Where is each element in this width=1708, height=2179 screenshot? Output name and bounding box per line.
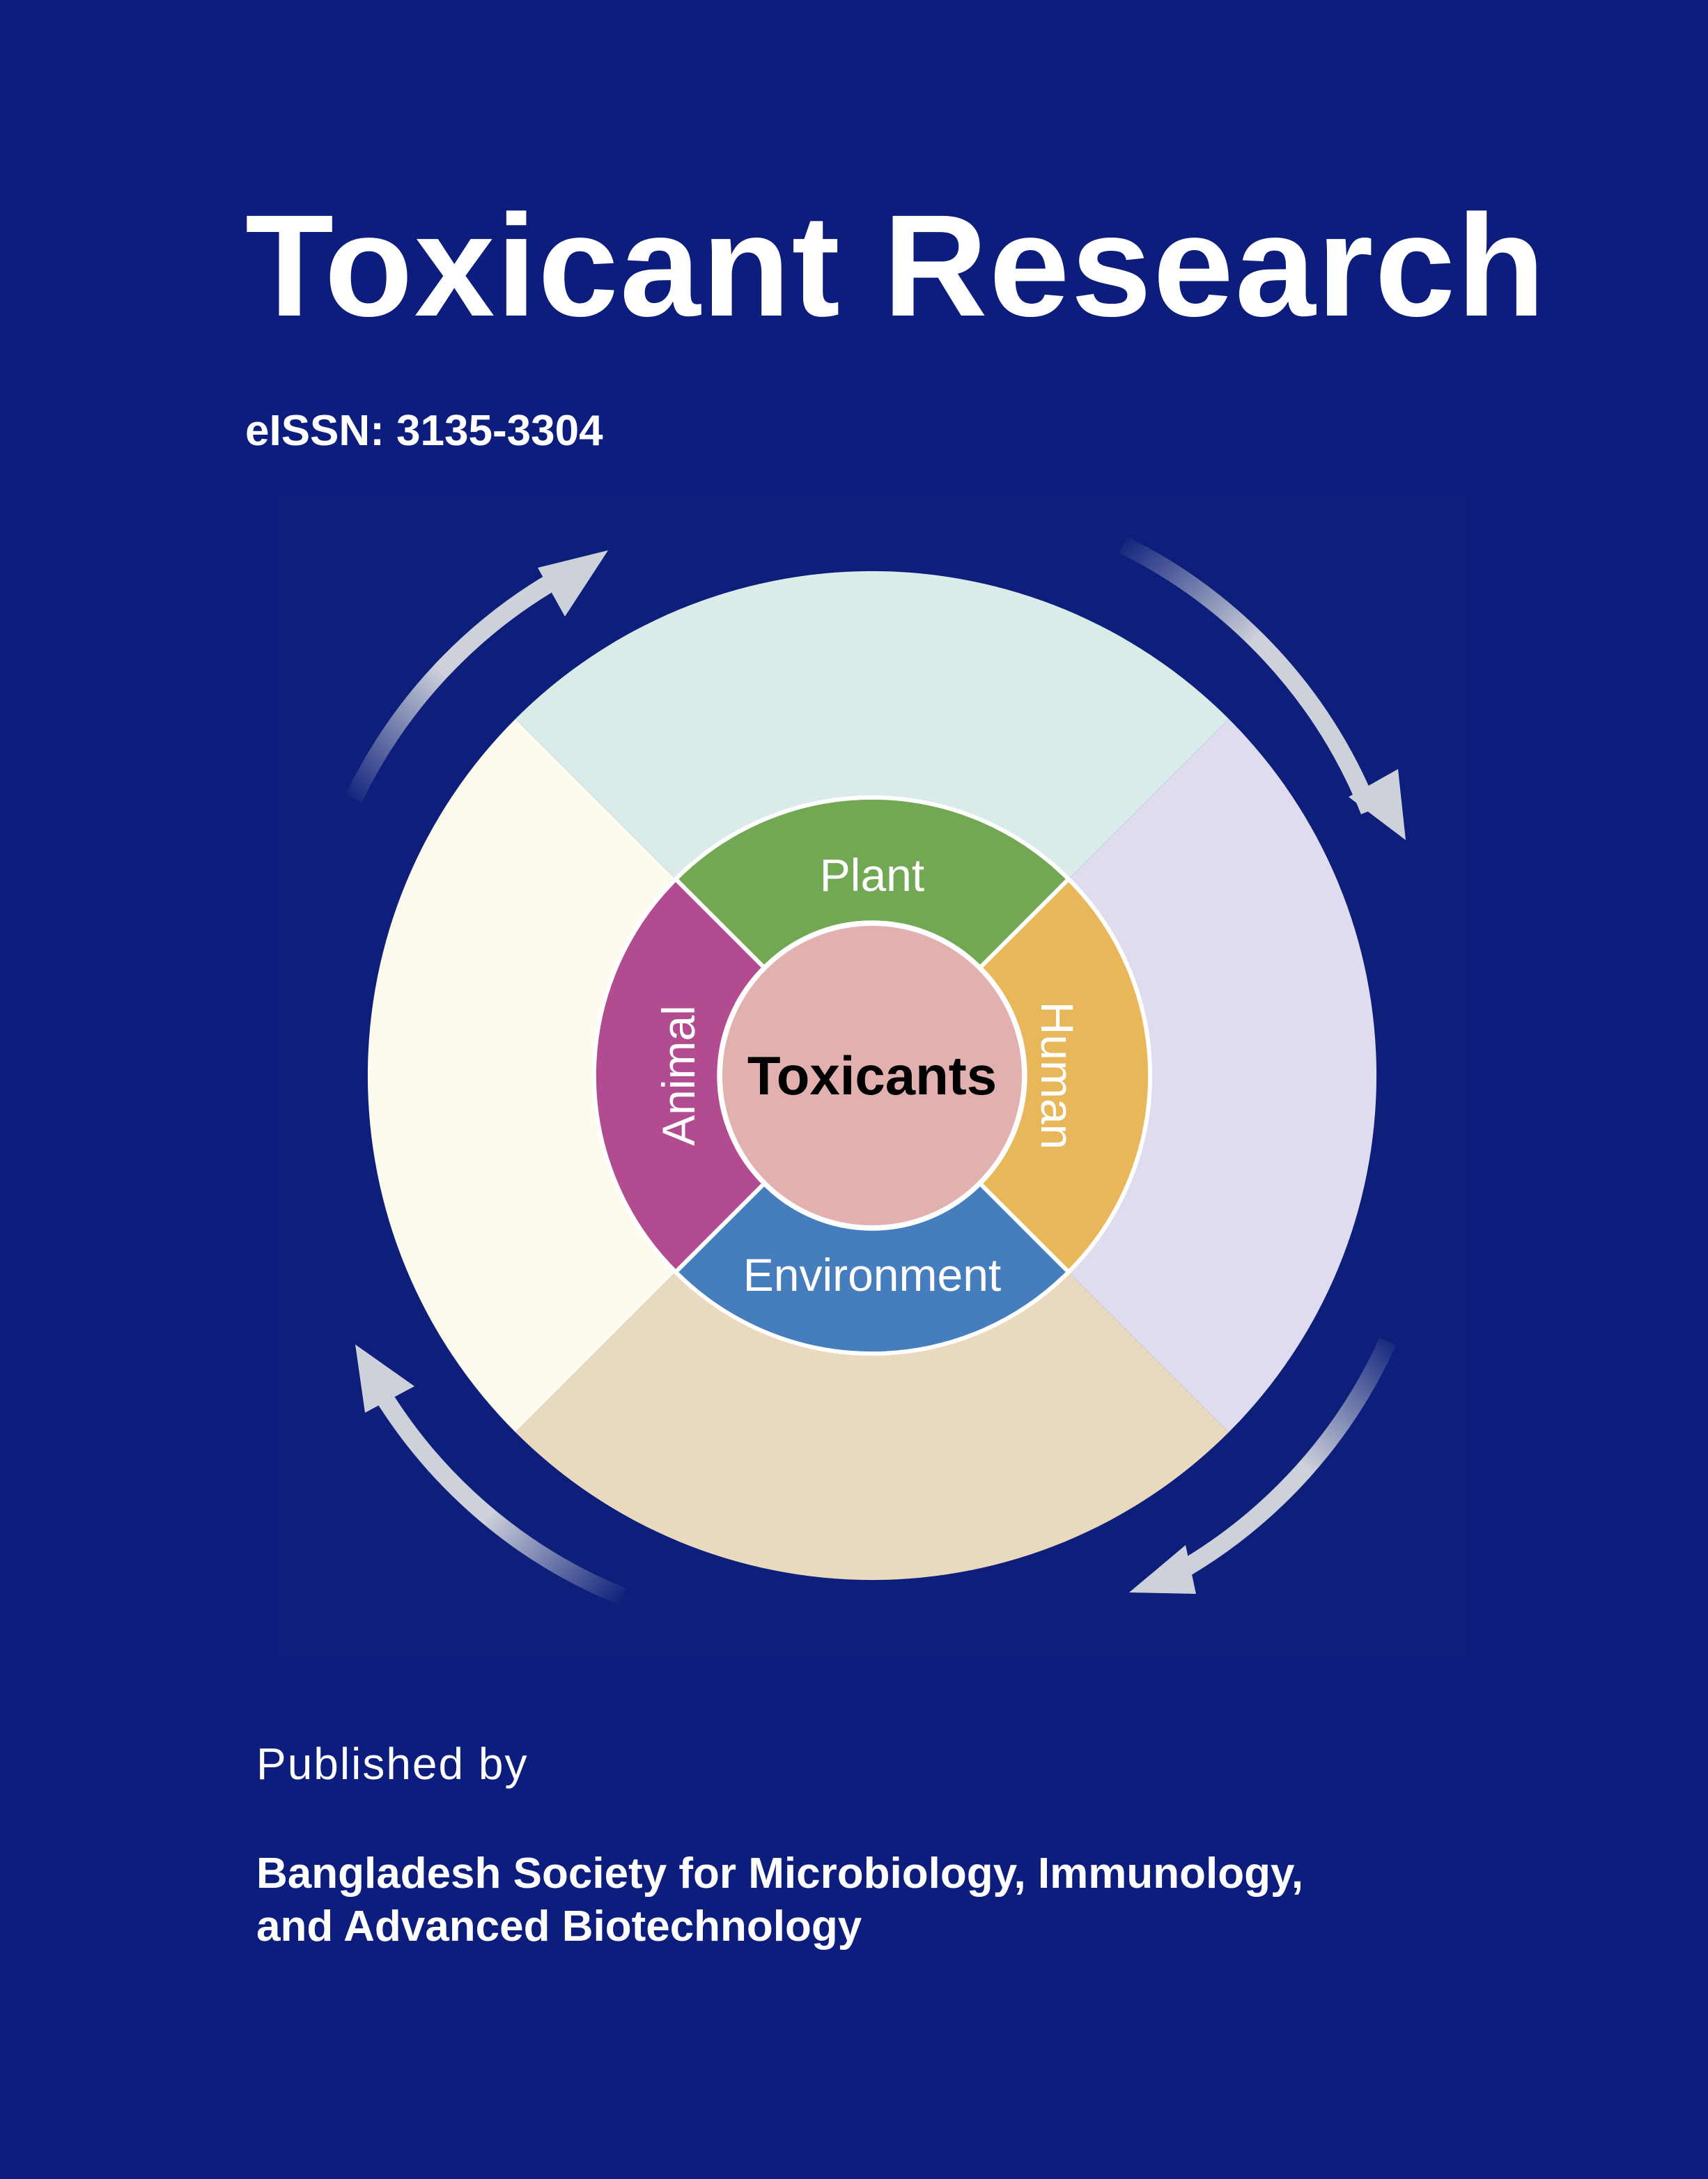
label-environment: Environment [743,1249,1002,1301]
toxicant-cycle-diagram: Plant Environment Human Animal Toxicants [279,496,1466,1655]
label-animal: Animal [653,1005,704,1146]
label-toxicants: Toxicants [747,1045,997,1106]
publisher-line-2: and Advanced Biotechnology [256,1902,862,1951]
journal-title: Toxicant Research [245,185,1547,347]
cycle-arrow-top-right-icon [1119,536,1406,840]
cycle-arrow-bottom-left-icon [355,1344,626,1606]
publisher-name: Bangladesh Society for Microbiology, Imm… [256,1847,1303,1953]
publisher-line-1: Bangladesh Society for Microbiology, Imm… [256,1850,1304,1898]
toxicants-core [718,922,1026,1230]
eissn-number: eISSN: 3135-3304 [245,407,603,455]
published-by-label: Published by [256,1739,529,1789]
label-plant: Plant [820,849,924,901]
cycle-arrow-top-left-icon [346,550,608,802]
label-human: Human [1032,1002,1083,1150]
cycle-arrow-bottom-right-icon [1129,1337,1396,1594]
